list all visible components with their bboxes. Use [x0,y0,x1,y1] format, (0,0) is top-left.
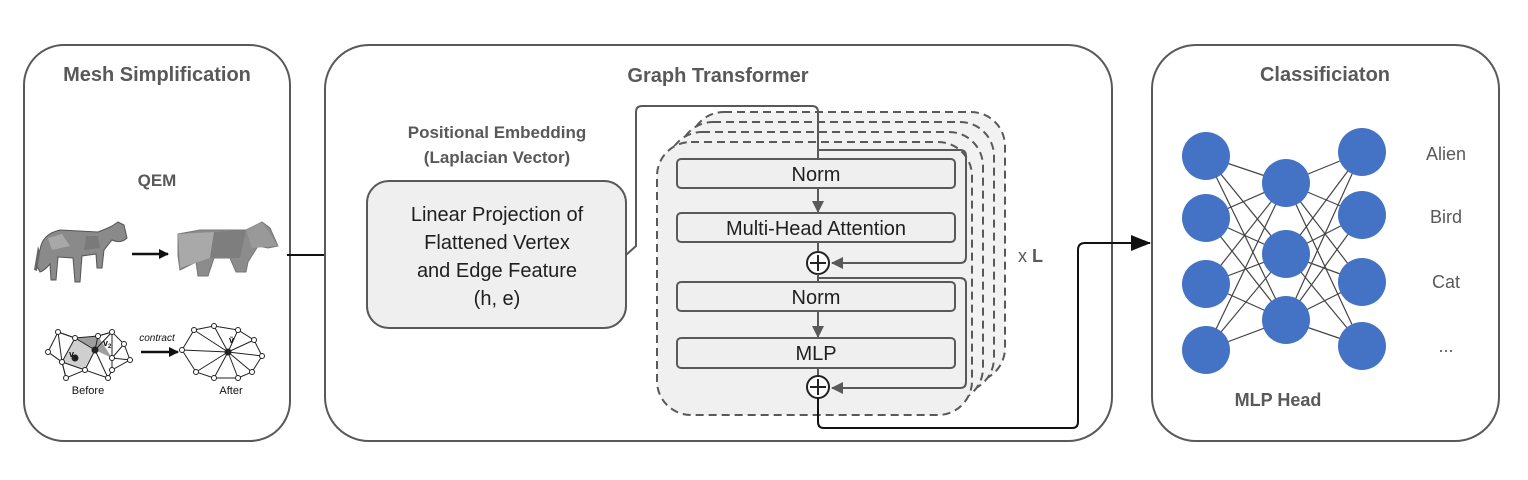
output-node [1338,191,1386,239]
vbar-label: v̄ [229,335,234,345]
qem-label: QEM [138,171,177,190]
attention-label: Multi-Head Attention [726,218,906,240]
output-node [1338,258,1386,306]
positional-embedding-label: Positional Embedding [408,123,587,142]
add-icon-1 [806,251,830,275]
hidden-node [1262,230,1310,278]
norm-block-1 [676,158,956,189]
hidden-node [1262,159,1310,207]
attention-block [676,212,956,243]
add-icon-2 [806,375,830,399]
output-node [1338,128,1386,176]
v2-label: v2 [103,338,112,350]
v1-label: v1 [69,349,78,361]
mesh-before-diagram [45,329,133,381]
norm-label-2: Norm [792,287,841,309]
class-label-bird: Bird [1430,207,1462,227]
transformer-to-classification-arrow [817,235,1151,429]
cow-original-image [34,221,128,283]
mlp-head-label: MLP Head [1235,390,1322,410]
graph-transformer-title: Graph Transformer [627,65,808,87]
cow-simplified-image [177,221,279,277]
input-node [1182,194,1230,242]
mesh-after-diagram [179,323,265,381]
input-node [1182,326,1230,374]
contract-label: contract [139,333,176,344]
mlp-head-nodes [1182,128,1386,374]
norm-label-1: Norm [792,164,841,186]
after-label: After [219,385,243,397]
before-label: Before [72,385,104,397]
mesh-simplification-title: Mesh Simplification [63,64,251,86]
linear-projection-line-1: Linear Projection of [411,204,584,226]
linear-projection-line-3: and Edge Feature [417,260,577,282]
repeat-label: x L [1018,246,1043,266]
residual-connection-2 [818,277,967,394]
input-node [1182,260,1230,308]
mesh-simplification-panel: Mesh Simplification QEM [23,44,291,442]
projection-to-layer-line [625,105,819,256]
linear-projection-line-2: Flattened Vertex [424,232,570,254]
mlp-label: MLP [795,343,836,365]
residual-connection-1 [818,149,967,269]
hidden-node [1262,296,1310,344]
norm-block-2 [676,281,956,312]
linear-projection-line-4: (h, e) [474,288,521,310]
laplacian-vector-label: (Laplacian Vector) [424,148,570,167]
classification-panel: Classificiaton Alien Bird [1151,44,1500,442]
class-label-ellipsis: ... [1438,336,1453,356]
graph-transformer-panel: Graph Transformer Positional Embedding (… [324,44,1113,442]
mlp-block [676,337,956,369]
class-label-cat: Cat [1432,272,1460,292]
classification-title: Classificiaton [1260,64,1390,86]
input-node [1182,132,1230,180]
class-label-alien: Alien [1426,144,1466,164]
output-node [1338,322,1386,370]
